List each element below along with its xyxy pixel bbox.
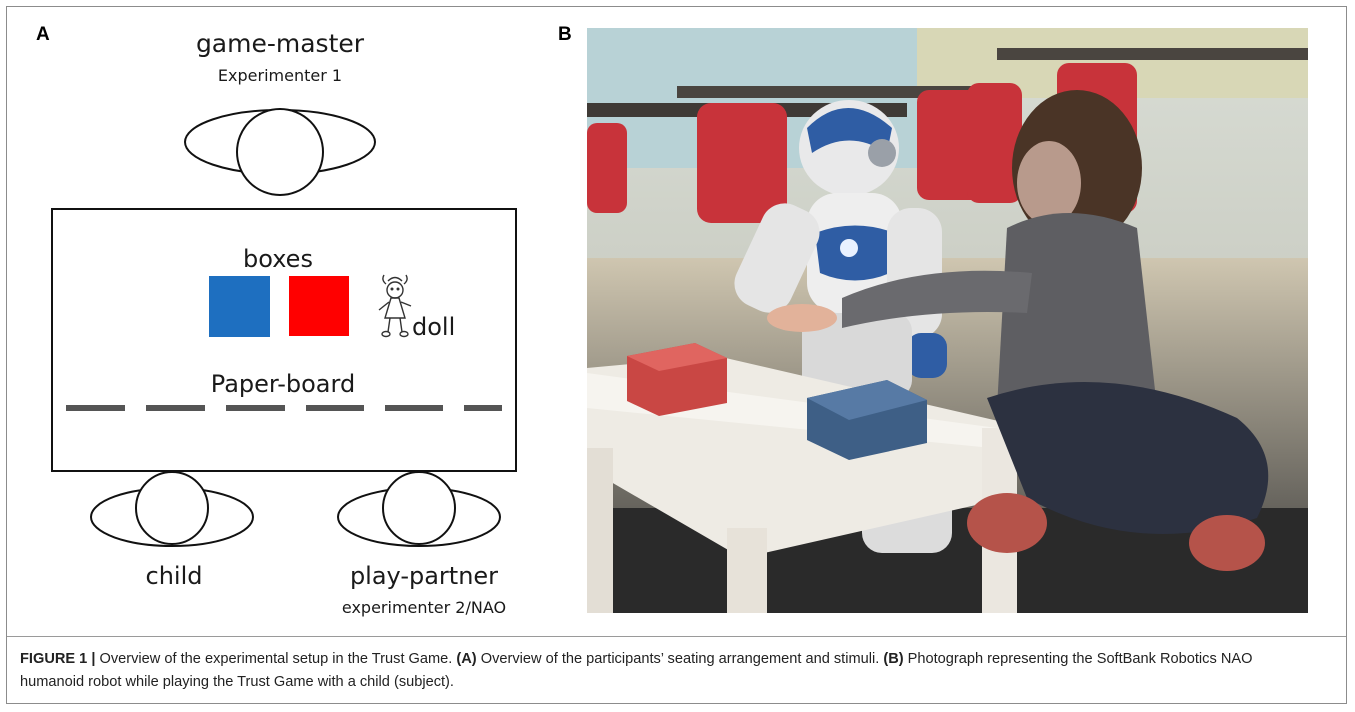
photo-red-box: [627, 343, 727, 416]
panel-a-label: A: [36, 24, 50, 45]
child-head: [135, 471, 209, 545]
seating-diagram: game-master Experimenter 1 boxes doll Pa…: [51, 29, 517, 617]
caption-ref-b: (B): [883, 651, 904, 667]
figure-number: FIGURE 1 |: [20, 651, 96, 667]
caption-text-2: Overview of the participants’ seating ar…: [476, 651, 884, 667]
play-partner-label: play-partner: [350, 562, 498, 590]
child-figure: [767, 90, 1269, 571]
photo-blue-box: [807, 380, 927, 460]
doll-label: doll: [412, 313, 455, 341]
play-partner-head: [382, 471, 456, 545]
photograph: [587, 28, 1308, 613]
figure-caption: FIGURE 1 | Overview of the experimental …: [20, 648, 1320, 694]
blue-box: [209, 276, 270, 337]
caption-text-1: Overview of the experimental setup in th…: [95, 651, 457, 667]
experimenter-1-label: Experimenter 1: [218, 66, 342, 85]
photo-illustration: [587, 28, 1308, 613]
caption-ref-a: (A): [456, 651, 477, 667]
panel-b-label: B: [558, 24, 572, 45]
boxes-label: boxes: [243, 245, 313, 273]
caption-text-3: Photograph representing the SoftBank Rob…: [20, 651, 1253, 690]
paper-board-label: Paper-board: [211, 370, 355, 398]
experimenter-2-nao-label: experimenter 2/NAO: [342, 598, 506, 617]
figure-frame: [6, 6, 1347, 704]
caption-divider: [7, 636, 1346, 637]
table: [51, 208, 517, 472]
game-master-head: [236, 108, 324, 196]
game-master-label: game-master: [196, 29, 365, 58]
red-box: [289, 276, 349, 336]
child-label: child: [146, 562, 203, 590]
doll-icon: [378, 274, 412, 338]
